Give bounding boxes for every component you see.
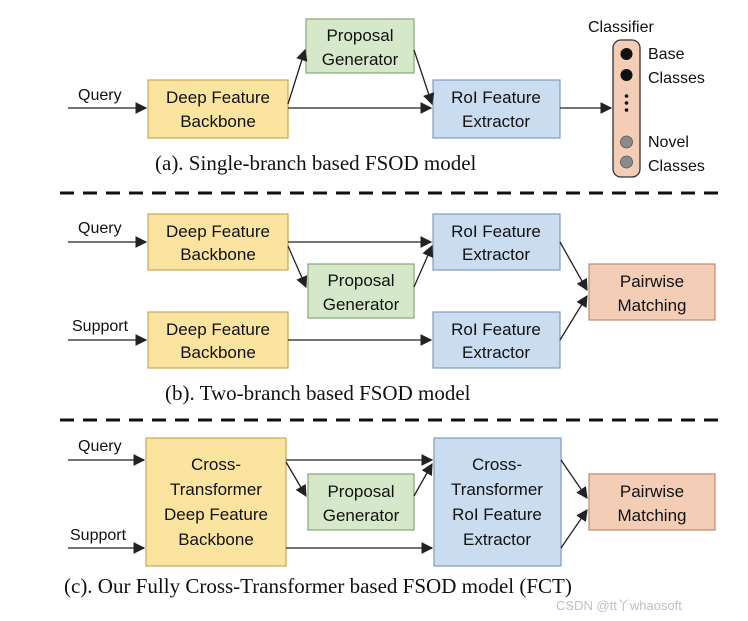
proposal-to-roi-arrow bbox=[413, 49, 435, 106]
ellipsis-dot bbox=[624, 108, 629, 112]
novel-class-dot bbox=[620, 135, 633, 149]
caption-b: (b). Two-branch based FSOD model bbox=[165, 381, 471, 405]
backbone-line-3: Deep Feature bbox=[164, 505, 268, 524]
backbone-line-2: Transformer bbox=[170, 480, 262, 499]
roi-line-3: RoI Feature bbox=[452, 505, 542, 524]
backbone-to-proposal-arrow bbox=[285, 461, 307, 498]
roi-line-2: Transformer bbox=[451, 480, 543, 499]
matching-line-2: Matching bbox=[618, 296, 687, 315]
roi-line-4: Extractor bbox=[463, 530, 531, 549]
proposal-line-2: Generator bbox=[322, 50, 399, 69]
roi-line-1: Cross- bbox=[472, 455, 522, 474]
support-backbone-box bbox=[147, 311, 289, 369]
matching-line-1: Pairwise bbox=[620, 272, 684, 291]
roi-to-matching-top-arrow bbox=[560, 459, 588, 499]
roi-line-1: RoI Feature bbox=[451, 222, 541, 241]
backbone-line-1: Deep Feature bbox=[166, 222, 270, 241]
roi-feature-extractor-box bbox=[432, 79, 561, 139]
query-input-label: Query bbox=[78, 438, 122, 455]
backbone-line-1: Deep Feature bbox=[166, 88, 270, 107]
novel-class-dot bbox=[620, 155, 633, 169]
pairwise-matching-box bbox=[588, 473, 716, 531]
query-backbone-to-proposal-arrow bbox=[287, 245, 308, 289]
roi-line-2: Extractor bbox=[462, 245, 530, 264]
novel-classes-line-1: Novel bbox=[648, 134, 689, 151]
deep-feature-backbone-box bbox=[147, 79, 289, 139]
roi-to-matching-bottom-arrow bbox=[560, 509, 588, 549]
proposal-line-1: Proposal bbox=[327, 482, 394, 501]
backbone-line-2: Backbone bbox=[180, 343, 256, 362]
proposal-line-1: Proposal bbox=[326, 26, 393, 45]
backbone-to-proposal-arrow bbox=[287, 48, 308, 105]
panel-b: Query Support Deep Feature Backbone Deep… bbox=[68, 213, 716, 405]
ellipsis-dot bbox=[624, 94, 629, 98]
roi-line-1: RoI Feature bbox=[451, 88, 541, 107]
base-classes-line-1: Base bbox=[648, 46, 685, 63]
matching-line-1: Pairwise bbox=[620, 482, 684, 501]
classifier-title: Classifier bbox=[588, 19, 654, 36]
roi-line-2: Extractor bbox=[462, 343, 530, 362]
backbone-line-4: Backbone bbox=[178, 530, 254, 549]
proposal-to-roi-arrow bbox=[413, 462, 433, 497]
query-backbone-box bbox=[147, 213, 289, 271]
base-class-dot bbox=[620, 69, 633, 81]
caption-c: (c). Our Fully Cross-Transformer based F… bbox=[64, 574, 572, 598]
proposal-line-2: Generator bbox=[323, 295, 400, 314]
query-input-label: Query bbox=[78, 220, 122, 237]
query-input-label: Query bbox=[78, 87, 122, 104]
watermark: CSDN @tt丫whaosoft bbox=[556, 598, 682, 613]
support-roi-to-matching-arrow bbox=[559, 295, 588, 341]
proposal-to-query-roi-arrow bbox=[413, 244, 434, 288]
caption-a: (a). Single-branch based FSOD model bbox=[155, 151, 477, 175]
query-roi-to-matching-arrow bbox=[559, 241, 588, 292]
cross-transformer-backbone-box bbox=[145, 437, 287, 567]
backbone-line-2: Backbone bbox=[180, 112, 256, 131]
base-class-dot bbox=[620, 48, 633, 60]
backbone-line-1: Cross- bbox=[191, 455, 241, 474]
pairwise-matching-box bbox=[588, 263, 716, 321]
base-classes-line-2: Classes bbox=[648, 70, 705, 87]
roi-line-2: Extractor bbox=[462, 112, 530, 131]
novel-classes-line-2: Classes bbox=[648, 158, 705, 175]
panel-a: Query Deep Feature Backbone Proposal Gen… bbox=[68, 18, 705, 178]
proposal-line-2: Generator bbox=[323, 506, 400, 525]
panel-c: Query Support Cross- Transformer Deep Fe… bbox=[64, 437, 716, 598]
matching-line-2: Matching bbox=[618, 506, 687, 525]
proposal-generator-box bbox=[305, 18, 415, 74]
proposal-line-1: Proposal bbox=[327, 271, 394, 290]
ellipsis-dot bbox=[624, 101, 629, 105]
support-input-label: Support bbox=[72, 318, 129, 335]
proposal-generator-box bbox=[307, 263, 415, 319]
support-roi-extractor-box bbox=[432, 311, 561, 369]
backbone-line-1: Deep Feature bbox=[166, 320, 270, 339]
roi-line-1: RoI Feature bbox=[451, 320, 541, 339]
cross-transformer-roi-extractor-box bbox=[433, 437, 562, 567]
support-input-label: Support bbox=[70, 527, 127, 544]
proposal-generator-box bbox=[307, 473, 415, 531]
backbone-line-2: Backbone bbox=[180, 245, 256, 264]
